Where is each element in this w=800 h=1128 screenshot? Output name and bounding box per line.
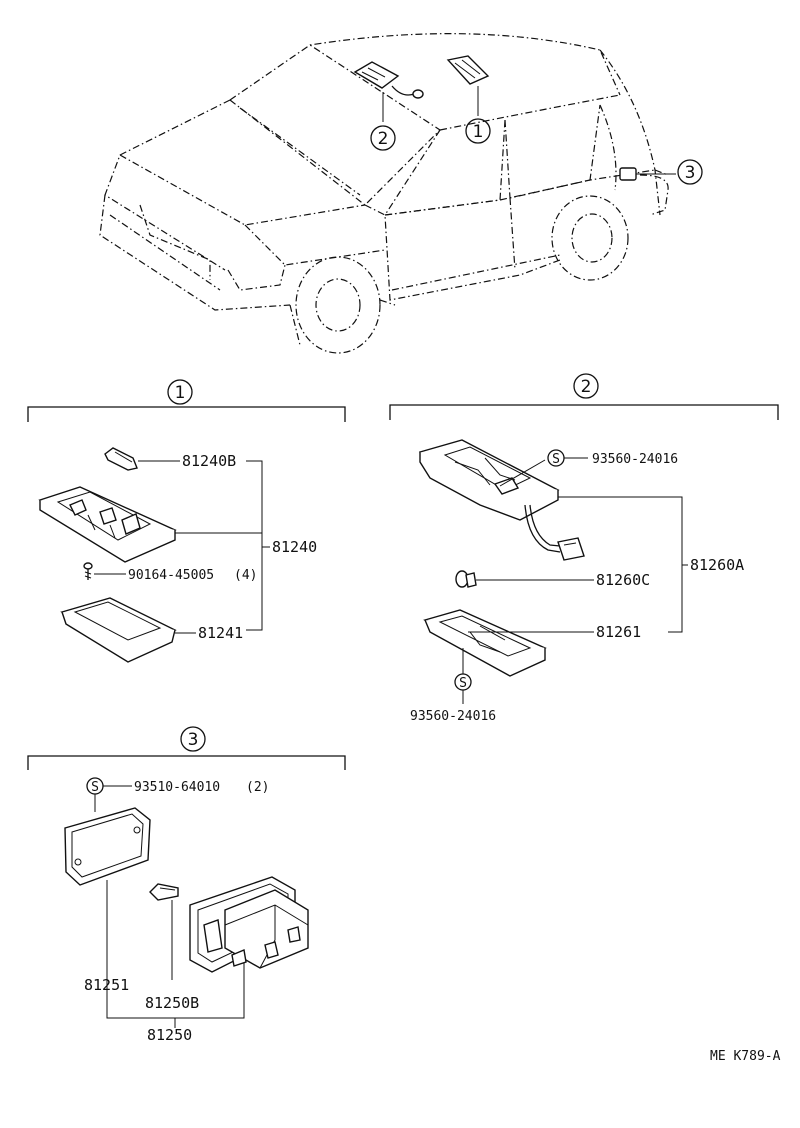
part-81240[interactable]: 81240 [272,538,317,556]
part-81250B[interactable]: 81250B [145,994,199,1012]
part-81241[interactable]: 81241 [198,624,243,642]
callout-3: 3 [677,159,703,185]
part-90164-45005[interactable]: 90164-45005 [128,568,214,583]
luggage-lamp-lens-icon [64,807,151,886]
section-1-header: 1 [167,379,193,405]
svg-text:2: 2 [581,377,592,397]
map-lamp-housing-icon [418,439,560,521]
svg-text:S: S [552,452,560,467]
part-81251[interactable]: 81251 [84,976,129,994]
dome-lamp-lens-icon [60,597,177,663]
section-2: 2 S 93560-24016 81260A [389,373,779,724]
callout-1: 1 [465,118,491,144]
dome-lamp-housing-icon [38,486,177,563]
section-3-header: 3 [180,726,206,752]
part-90164-45005-qty: (4) [234,568,257,583]
map-lamp-lens-icon [423,609,547,677]
svg-text:3: 3 [188,730,199,750]
svg-text:2: 2 [378,129,389,149]
car-illustration [99,33,669,354]
section-1: 1 81240B 81240 90164- [27,379,346,663]
luggage-lamp-housing-icon [189,876,309,973]
part-81261[interactable]: 81261 [596,623,641,641]
part-81240B[interactable]: 81240B [182,452,236,470]
car-lamp-2 [353,61,424,99]
part-93510-64010[interactable]: 93510-64010 [134,780,220,795]
part-81250[interactable]: 81250 [147,1026,192,1044]
section-1-bracket [27,406,346,422]
svg-text:S: S [91,780,99,795]
wedge-bulb-icon [455,570,477,588]
festoon-bulb-icon [104,447,138,471]
section-3-bracket [27,755,346,770]
callout-2: 2 [370,125,396,151]
part-81260C[interactable]: 81260C [596,571,650,589]
part-93560-24016-top[interactable]: 93560-24016 [592,452,678,467]
svg-text:3: 3 [685,163,696,183]
part-93510-64010-qty: (2) [246,780,269,795]
part-81260A[interactable]: 81260A [690,556,744,574]
car-lamp-3 [619,167,637,181]
car-lamp-1 [446,55,490,85]
wire-connector-icon [524,504,585,561]
screw-icon [83,562,93,580]
section-3: 3 S 93510-64010 (2) 81251 81250B [27,726,346,1044]
diagram-code: ME K789-A [710,1049,781,1064]
luggage-festoon-bulb-icon [149,883,179,901]
svg-text:1: 1 [473,122,484,142]
svg-text:1: 1 [175,383,186,403]
section-2-bracket [389,404,779,420]
svg-text:S: S [459,676,467,691]
part-93560-24016-bottom[interactable]: 93560-24016 [410,709,496,724]
section-2-header: 2 [573,373,599,399]
